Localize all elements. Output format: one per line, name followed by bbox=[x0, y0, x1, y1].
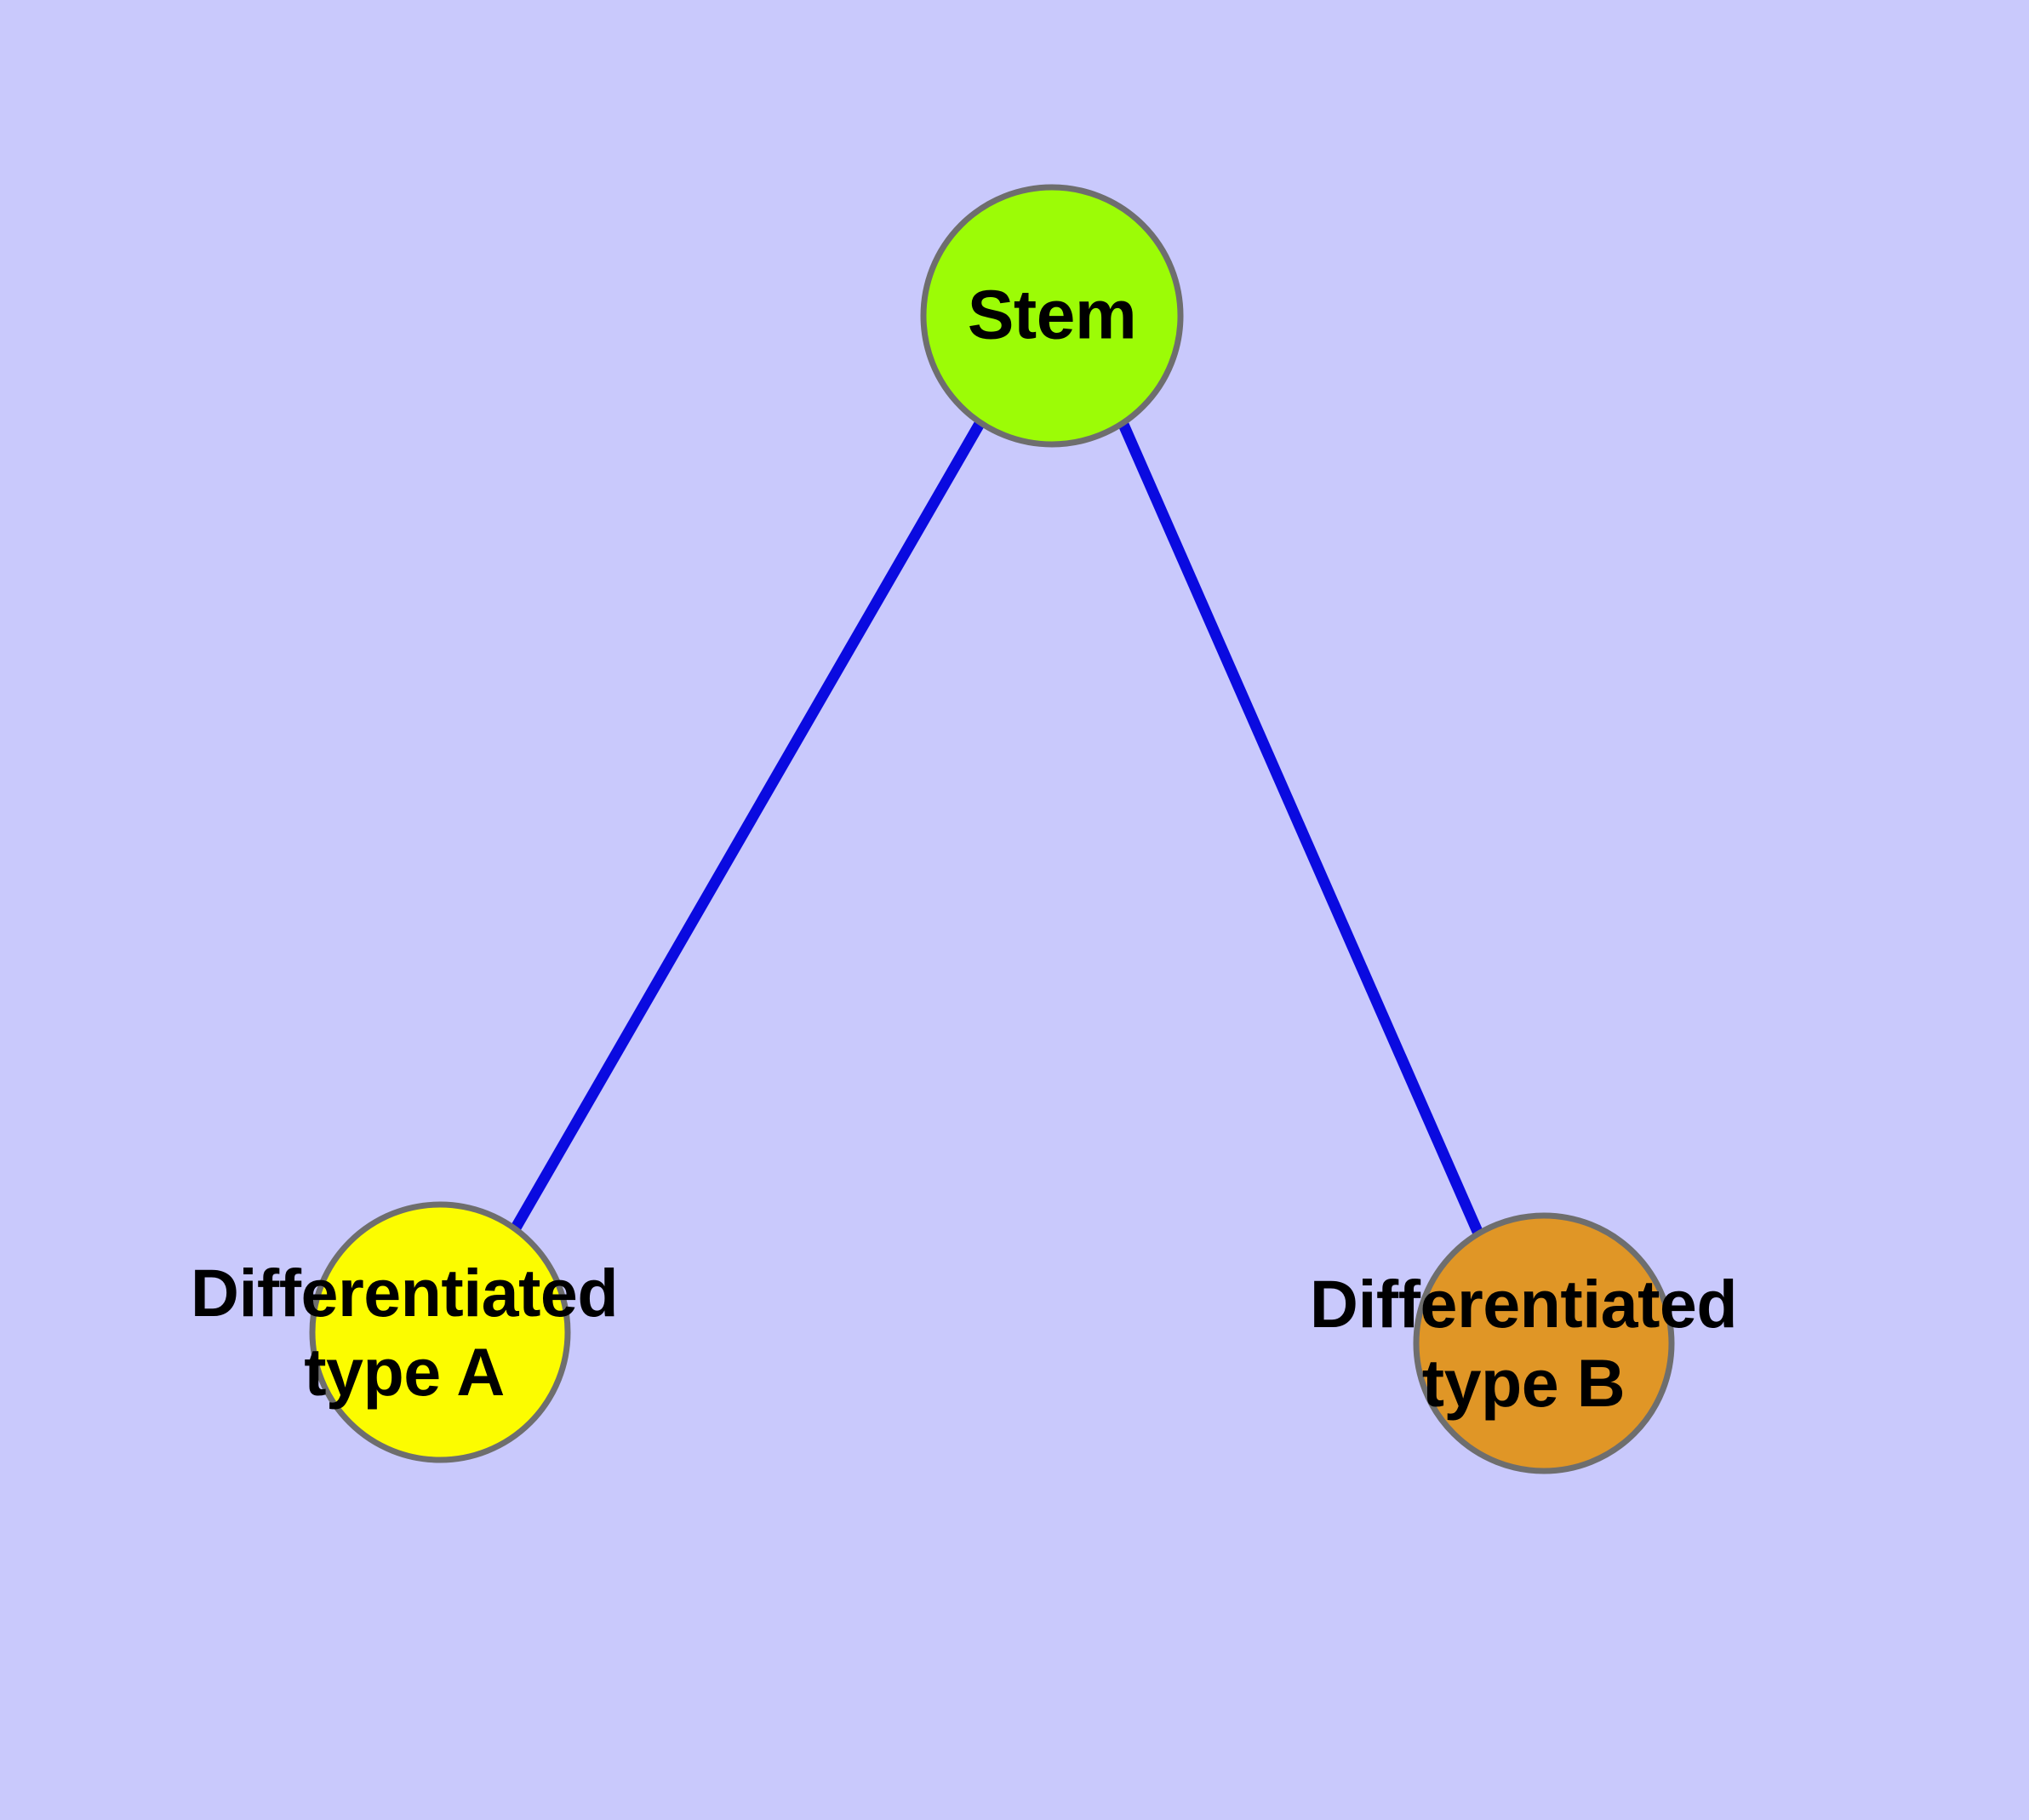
edges-layer bbox=[510, 418, 1483, 1236]
graph-edge-stem-diff_b[interactable] bbox=[1117, 418, 1483, 1236]
graph-node-stem[interactable] bbox=[920, 184, 1184, 448]
graph-node-diff_b[interactable] bbox=[1413, 1212, 1675, 1474]
graph-edge-stem-diff_a[interactable] bbox=[510, 419, 986, 1233]
nodes-layer bbox=[309, 184, 1675, 1474]
graph-node-diff_a[interactable] bbox=[309, 1201, 571, 1463]
